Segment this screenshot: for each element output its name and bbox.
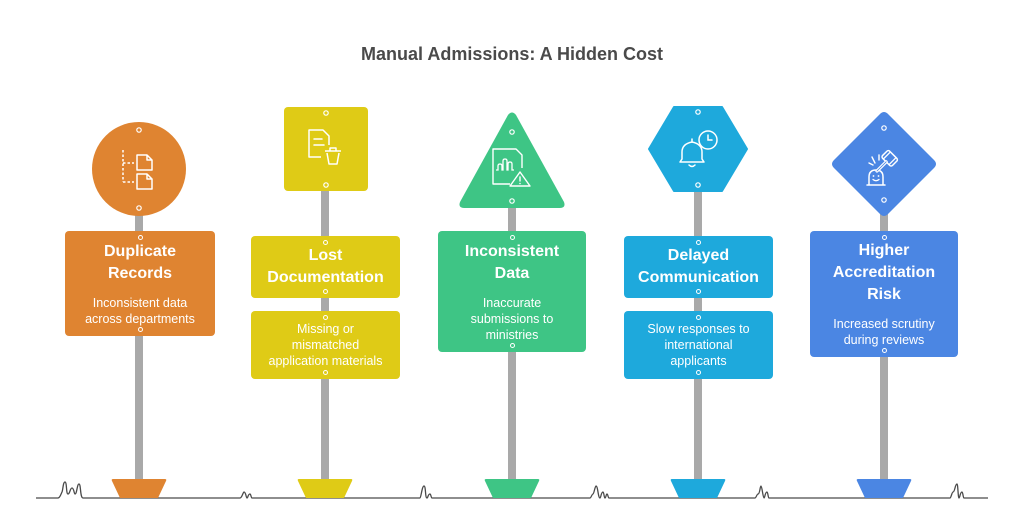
chart-document-warning-icon (492, 148, 531, 187)
card-lost-documentation-title: Lost Documentation (251, 236, 400, 298)
card-delayed-communication-description: Slow responses to international applican… (624, 311, 773, 379)
card-heading: Inconsistent Data (464, 242, 560, 282)
sign-base (297, 479, 353, 498)
card-description: Inconsistent data across departments (85, 295, 195, 326)
rivet (323, 289, 328, 294)
rivet (696, 315, 701, 320)
sign-base (670, 479, 726, 498)
bell-clock-icon (679, 130, 718, 168)
card-description: Inaccurate submissions to ministries (470, 295, 554, 342)
rivet (323, 370, 328, 375)
sign-base (484, 479, 540, 498)
rivet (137, 235, 143, 240)
rivet (323, 315, 328, 320)
diagram-title: Manual Admissions: A Hidden Cost (360, 44, 664, 64)
card-heading: Higher Accreditation Risk (832, 242, 936, 303)
gavel-icon (866, 149, 899, 186)
rivet (696, 370, 701, 375)
card-heading: Duplicate Records (103, 242, 176, 282)
square-sign-lost-documentation (284, 107, 368, 191)
duplicate-documents-icon (122, 150, 153, 190)
rivet (509, 343, 515, 348)
rivet (696, 240, 701, 245)
card-description: Increased scrutiny during reviews (833, 317, 935, 347)
card-heading: Lost Documentation (267, 247, 384, 286)
triangle-sign-inconsistent-data (458, 112, 566, 209)
sign-base (856, 479, 912, 498)
rivet (881, 348, 887, 353)
rivet (696, 289, 701, 294)
rivet (137, 327, 143, 332)
rivet (509, 235, 515, 240)
card-description: Missing or mismatched application materi… (268, 322, 383, 368)
card-higher-accreditation-risk: Higher Accreditation Risk Increased scru… (810, 231, 958, 357)
card-inconsistent-data: Inconsistent Data Inaccurate submissions… (438, 231, 586, 352)
diamond-sign-higher-accreditation-risk (831, 111, 937, 217)
card-duplicate-records: Duplicate Records Inconsistent data acro… (65, 231, 215, 336)
document-trash-icon (308, 129, 341, 165)
card-delayed-communication-title: Delayed Communication (624, 236, 773, 298)
card-heading: Delayed Communication (638, 247, 759, 286)
rivet (323, 240, 328, 245)
circle-sign-duplicate-records (92, 122, 186, 216)
sign-pole (135, 200, 143, 485)
sign-base (111, 479, 167, 498)
hexagon-sign-delayed-communication (648, 106, 748, 192)
card-lost-documentation-description: Missing or mismatched application materi… (251, 311, 400, 379)
rivet (881, 235, 887, 240)
card-description: Slow responses to international applican… (647, 322, 750, 368)
